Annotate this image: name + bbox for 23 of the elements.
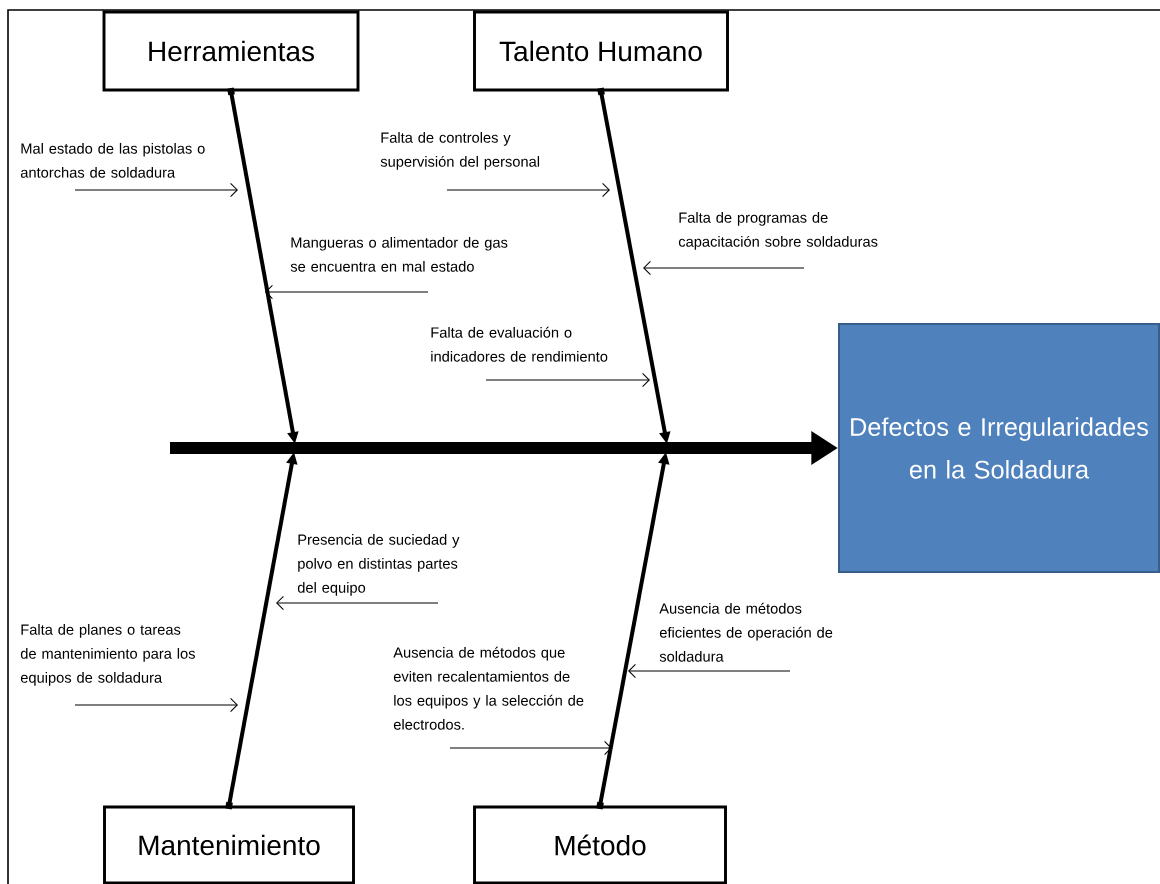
cause-arrow: [74, 182, 238, 198]
effect-box: Defectos e Irregularidades en la Soldadura: [838, 323, 1160, 573]
cause-arrow: [276, 595, 439, 611]
category-box: Talento Humano: [473, 10, 729, 92]
cause-text: Falta de controles y supervisión del personal: [380, 132, 540, 170]
cause-text: Ausencia de métodos eficientes de operación de soldadura: [659, 602, 833, 662]
category-box: Mantenimiento: [103, 805, 355, 884]
cause-arrow: [643, 260, 805, 276]
cause-arrow: [485, 372, 650, 388]
cause-text: Presencia de suciedad y polvo en distintas partes del equipo: [297, 534, 460, 596]
cause-arrow: [449, 740, 612, 756]
cause-text: Falta de evaluación o indicadores de rendimiento: [431, 326, 608, 362]
cause-arrow: [265, 284, 429, 300]
cause-text: Mal estado de las pistolas o antorchas de soldadura: [20, 142, 205, 178]
cause-arrow: [628, 663, 791, 679]
cause-text: Falta de planes o tareas de mantenimiento para los equipos de soldadura: [20, 624, 195, 686]
cause-text: Ausencia de métodos que eviten recalentamientos de los equipos y la selección de electrodos.: [393, 646, 584, 730]
cause-arrow: [446, 182, 610, 198]
category-box: Herramientas: [102, 10, 360, 92]
cause-text: Mangueras o alimentador de gas se encuentra en mal estado: [290, 236, 508, 272]
category-box: Método: [473, 805, 727, 884]
cause-text: Falta de programas de capacitación sobre soldaduras: [678, 212, 878, 250]
cause-arrow: [74, 697, 238, 713]
